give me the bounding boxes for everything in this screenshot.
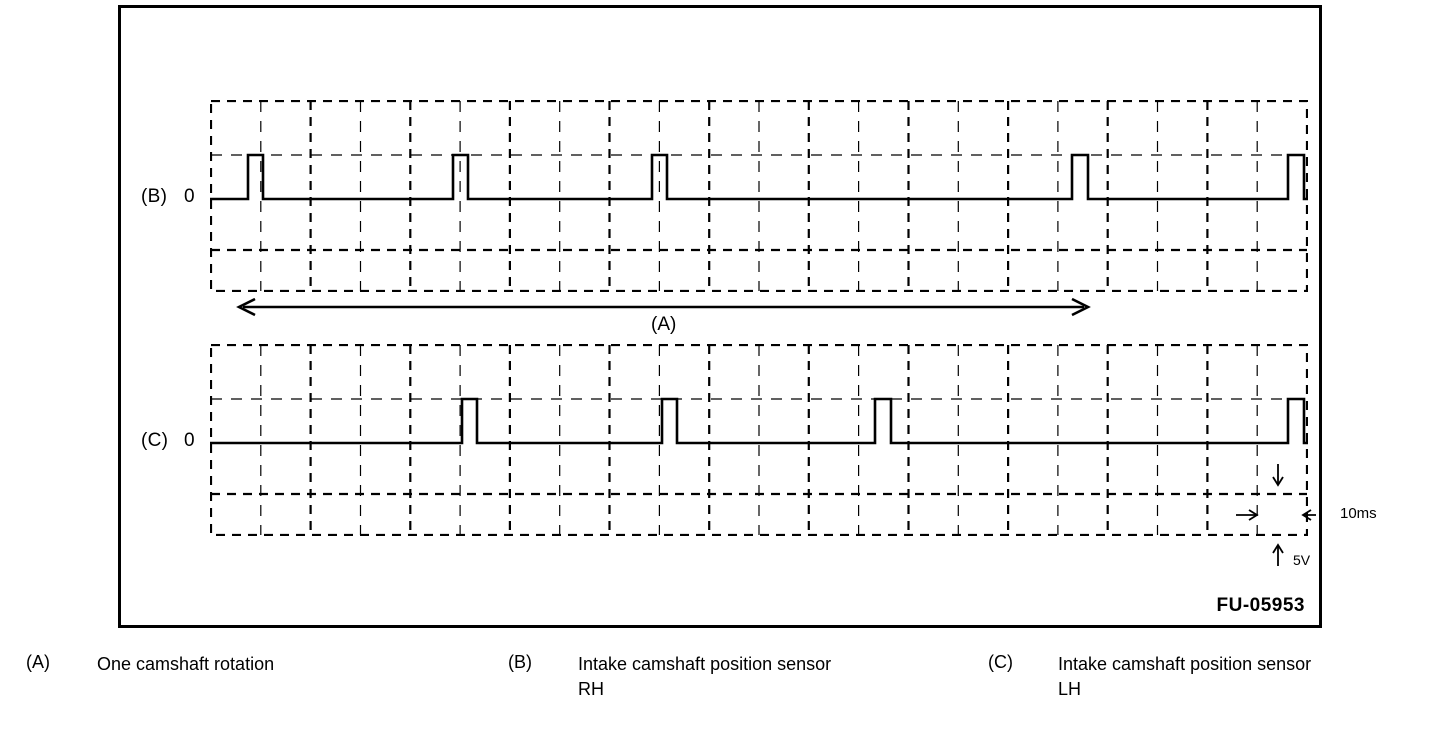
scope-panel-channel-c: [210, 344, 1308, 536]
time-per-div-marker: [1236, 509, 1316, 521]
channel-zero-label-c: 0: [184, 430, 195, 451]
volts-per-div-marker: [1272, 464, 1284, 566]
volts-per-div-label: 5V: [1293, 552, 1311, 568]
channel-zero-label-b: 0: [184, 186, 195, 207]
channel-label-c: (C): [141, 430, 169, 451]
span-arrow-one-camshaft-rotation: [236, 297, 1091, 317]
caption-text-c: Intake camshaft position sensor LH: [1058, 654, 1312, 699]
scope-panel-channel-b: [210, 100, 1308, 292]
caption-key-a: (A): [26, 652, 50, 672]
span-label-a: (A): [651, 314, 677, 335]
caption-key-c: (C): [988, 652, 1013, 672]
caption-key-b: (B): [508, 652, 532, 672]
figure-frame: (B) 0 (C) 0 (A) 10ms 5V FU-05953: [118, 5, 1377, 628]
caption-row: (A) One camshaft rotation (B) Intake cam…: [0, 652, 1440, 730]
waveform-trace-c: [210, 397, 1308, 445]
figure-code: FU-05953: [1216, 595, 1305, 616]
caption-text-a: One camshaft rotation: [97, 654, 275, 674]
scale-annotation-arrows: [1236, 464, 1316, 566]
oscilloscope-grid-b: [210, 100, 1308, 292]
oscilloscope-grid-c: [210, 344, 1308, 536]
caption-text-b: Intake camshaft position sensor RH: [578, 654, 832, 699]
channel-label-b: (B): [141, 186, 168, 207]
waveform-trace-b: [210, 153, 1308, 201]
time-per-div-label: 10ms: [1340, 505, 1377, 522]
